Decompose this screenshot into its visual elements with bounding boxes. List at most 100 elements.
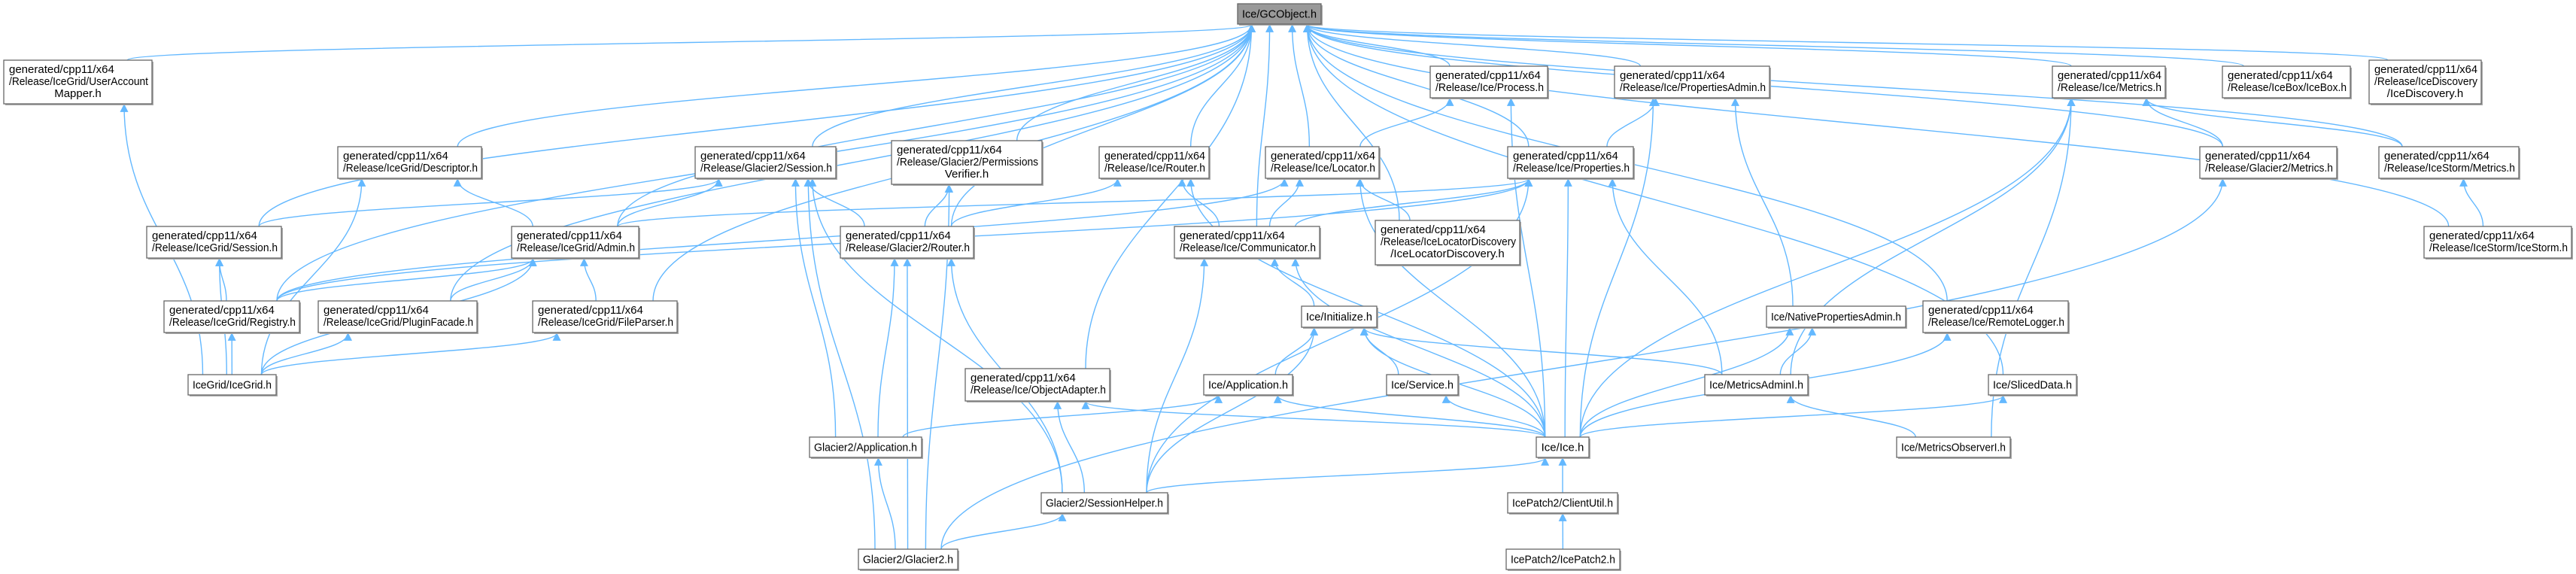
node-box (809, 436, 922, 458)
node-fileparser[interactable]: generated/cpp11/x64/Release/IceGrid/File… (532, 300, 679, 334)
node-box (1265, 146, 1380, 179)
node-g2app[interactable]: Glacier2/Application.h (809, 436, 923, 459)
node-plugin[interactable]: generated/cpp11/x64/Release/IceGrid/Plug… (317, 300, 478, 334)
node-registry[interactable]: generated/cpp11/x64/Release/IceGrid/Regi… (163, 300, 301, 334)
edge-metricsadmin-to-nativeprop (1779, 326, 1817, 375)
edge-glacier2-to-g2metrics (940, 178, 2227, 550)
node-glacier2[interactable]: Glacier2/Glacier2.h (858, 548, 959, 571)
node-propadmin[interactable]: generated/cpp11/x64/Release/Ice/Properti… (1614, 65, 1771, 99)
node-label-line: /Release/IceGrid/UserAccount (9, 75, 149, 88)
edge-ild-to-gc (1303, 23, 1400, 221)
node-igsess[interactable]: generated/cpp11/x64/Release/IceGrid/Sess… (146, 226, 283, 260)
node-icegrid[interactable]: IceGrid/IceGrid.h (187, 374, 278, 396)
node-label-line: generated/cpp11/x64 (846, 229, 951, 242)
edge-locator-to-process (1359, 97, 1454, 147)
edge-ismetrics-to-gc (1303, 23, 2403, 147)
node-label-line: generated/cpp11/x64 (2228, 69, 2333, 82)
node-props[interactable]: generated/cpp11/x64/Release/Ice/Properti… (1507, 146, 1635, 180)
node-label-line: generated/cpp11/x64 (897, 144, 1002, 156)
edge-icebox-to-gc (1303, 23, 2245, 67)
node-ice[interactable]: Ice/Ice.h (1536, 436, 1590, 459)
node-box (1301, 305, 1378, 328)
node-ismetrics[interactable]: generated/cpp11/x64/Release/IceStorm/Met… (2378, 146, 2520, 180)
node-desc[interactable]: generated/cpp11/x64/Release/IceGrid/Desc… (337, 146, 483, 180)
edge-registry-to-igsess (215, 257, 227, 302)
node-sesshelper[interactable]: Glacier2/SessionHelper.h (1040, 492, 1169, 515)
node-label-line: generated/cpp11/x64 (2429, 229, 2535, 242)
node-box (1098, 146, 1210, 179)
node-label-line: /Release/IceDiscovery (2374, 75, 2477, 88)
node-label-line: Ice/GCObject.h (1242, 8, 1317, 21)
node-box (3, 59, 153, 105)
node-box (964, 368, 1110, 402)
edge-ice-to-locator (1356, 178, 1546, 438)
node-locator[interactable]: generated/cpp11/x64/Release/Ice/Locator.… (1265, 146, 1381, 180)
node-label-line: /Release/Glacier2/Session.h (700, 162, 832, 175)
node-label-line: /Release/Ice/Process.h (1435, 81, 1544, 94)
edge-props-to-gc (1303, 23, 1530, 147)
node-iceapp[interactable]: Ice/Application.h (1203, 374, 1294, 396)
edge-fileparser-to-igadmin (579, 257, 597, 302)
edge-g2router-to-irouter (950, 178, 1122, 227)
node-g2sess[interactable]: generated/cpp11/x64/Release/Glacier2/Ses… (694, 146, 837, 180)
edge-igadmin-to-props (617, 178, 1533, 227)
edge-perm-to-gc (1016, 23, 1256, 141)
edge-ice-to-objadapter (1081, 400, 1546, 438)
edge-icestorm-to-gc (1303, 23, 2450, 227)
node-perm[interactable]: generated/cpp11/x64/Release/Glacier2/Per… (891, 140, 1043, 186)
node-label-line: /Release/Glacier2/Permissions (897, 156, 1038, 169)
node-metricsadmin[interactable]: Ice/MetricsAdminI.h (1704, 374, 1809, 396)
node-icestorm[interactable]: generated/cpp11/x64/Release/IceStorm/Ice… (2423, 226, 2573, 260)
node-g2metrics[interactable]: generated/cpp11/x64/Release/Glacier2/Met… (2199, 146, 2338, 180)
edge-icegrid-to-plugin (260, 332, 352, 375)
node-box (1507, 146, 1634, 179)
node-service[interactable]: Ice/Service.h (1386, 374, 1460, 396)
node-label-line: IcePatch2/IcePatch2.h (1511, 554, 1615, 566)
node-objadapter[interactable]: generated/cpp11/x64/Release/Ice/ObjectAd… (964, 368, 1111, 402)
node-label-line: /Release/Ice/Metrics.h (2058, 81, 2161, 94)
node-box (2199, 146, 2338, 179)
node-init[interactable]: Ice/Initialize.h (1301, 305, 1378, 329)
node-clientutil[interactable]: IcePatch2/ClientUtil.h (1507, 492, 1619, 515)
node-ild[interactable]: generated/cpp11/x64/Release/IceLocatorDi… (1375, 220, 1521, 266)
node-irouter[interactable]: generated/cpp11/x64/Release/Ice/Router.h (1098, 146, 1211, 180)
edge-metricsadmin-to-init (1359, 326, 1723, 375)
node-box (2378, 146, 2520, 179)
node-metrics[interactable]: generated/cpp11/x64/Release/Ice/Metrics.… (2052, 65, 2167, 99)
edge-comm-to-props (1295, 178, 1533, 227)
edge-comm-to-gc (1256, 23, 1274, 227)
edge-igadmin-to-gc (617, 23, 1256, 227)
node-nativeprop[interactable]: Ice/NativePropertiesAdmin.h (1766, 305, 1907, 329)
edge-ice-to-iceapp (1273, 394, 1546, 438)
node-box (1896, 436, 2011, 458)
node-uam[interactable]: generated/cpp11/x64/Release/IceGrid/User… (3, 59, 153, 105)
node-sliced[interactable]: Ice/SlicedData.h (1988, 374, 2078, 396)
node-label-line: IcePatch2/ClientUtil.h (1512, 497, 1613, 510)
node-box (1536, 436, 1590, 458)
node-process[interactable]: generated/cpp11/x64/Release/Ice/Process.… (1429, 65, 1549, 99)
node-box (1704, 374, 1809, 396)
edge-init-to-comm (1270, 257, 1315, 307)
node-gc[interactable]: Ice/GCObject.h (1237, 3, 1323, 26)
edge-service-to-init (1359, 326, 1399, 375)
node-icedisc[interactable]: generated/cpp11/x64/Release/IceDiscovery… (2368, 59, 2483, 105)
node-label-line: generated/cpp11/x64 (324, 304, 429, 317)
edge-glacier2-to-g2app (873, 457, 896, 550)
node-box (337, 146, 482, 179)
edge-igadmin-to-g2sess (617, 178, 723, 227)
node-label-line: Ice/Application.h (1208, 379, 1288, 392)
node-label-line: generated/cpp11/x64 (2205, 150, 2310, 162)
node-box (2222, 65, 2351, 99)
node-box (1505, 548, 1621, 570)
edge-sesshelper-to-comm (1146, 257, 1209, 494)
node-icepatch2[interactable]: IcePatch2/IcePatch2.h (1505, 548, 1621, 571)
node-comm[interactable]: generated/cpp11/x64/Release/Ice/Communic… (1174, 226, 1321, 260)
node-g2router[interactable]: generated/cpp11/x64/Release/Glacier2/Rou… (840, 226, 975, 260)
edge-iceapp-to-init (1274, 326, 1319, 375)
edge-igsess-to-g2sess (258, 178, 723, 227)
edge-nativeprop-to-propadmin (1730, 97, 1794, 307)
node-metricsobs[interactable]: Ice/MetricsObserverI.h (1896, 436, 2012, 459)
node-icebox[interactable]: generated/cpp11/x64/Release/IceBox/IceBo… (2222, 65, 2352, 99)
node-igadmin[interactable]: generated/cpp11/x64/Release/IceGrid/Admi… (511, 226, 640, 260)
node-remotelog[interactable]: generated/cpp11/x64/Release/Ice/RemoteLo… (1922, 300, 2070, 334)
